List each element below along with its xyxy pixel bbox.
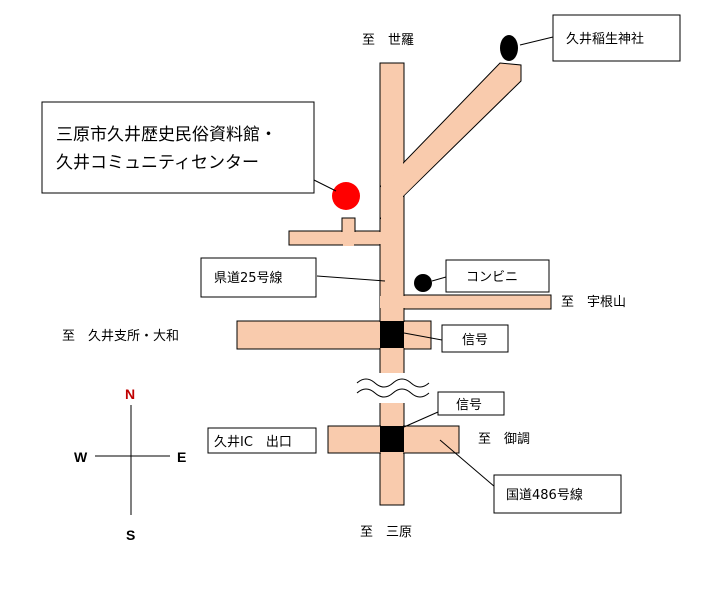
route25-label-box — [200, 257, 317, 298]
signal-lower-label-box — [437, 391, 505, 416]
store-label-box — [445, 259, 550, 293]
route486-label: 国道486号線 — [506, 487, 583, 503]
red-dot-icon — [332, 182, 360, 210]
destination-east-upper: 至 宇根山 — [561, 295, 626, 310]
destination-west: 至 久井支所・大和 — [62, 329, 179, 344]
destination-north: 至 世羅 — [362, 33, 414, 48]
compass-south: S — [126, 527, 135, 543]
ic-exit-label: 久井IC 出口 — [214, 435, 292, 450]
signal-upper-label-box — [441, 324, 509, 353]
route486-label-box — [493, 474, 622, 514]
ic-label-box — [207, 427, 317, 454]
compass-west: W — [74, 449, 88, 465]
signal-lower-label: 信号 — [456, 398, 482, 413]
museum-name-line2: 久井コミュニティセンター — [56, 153, 259, 173]
signal-upper-label: 信号 — [462, 333, 488, 348]
store-label: コンビニ — [466, 270, 518, 285]
compass-rose: N S W E — [74, 386, 186, 543]
compass-east: E — [177, 449, 186, 465]
compass-north: N — [125, 386, 135, 402]
museum-label-box — [41, 101, 315, 194]
destination-east-lower: 至 御調 — [478, 432, 530, 447]
black-dot-icon — [500, 35, 518, 61]
shrine-name: 久井稲生神社 — [566, 31, 644, 47]
museum-name-line1: 三原市久井歴史民俗資料館・ — [56, 125, 277, 145]
traffic-signal-lower — [380, 426, 404, 452]
traffic-signal-upper — [380, 321, 404, 348]
black-dot-icon — [414, 274, 432, 292]
road-break-symbol — [356, 373, 432, 403]
route25-label: 県道25号線 — [214, 270, 283, 286]
shrine-label-box — [552, 14, 681, 62]
destination-south: 至 三原 — [360, 525, 412, 540]
